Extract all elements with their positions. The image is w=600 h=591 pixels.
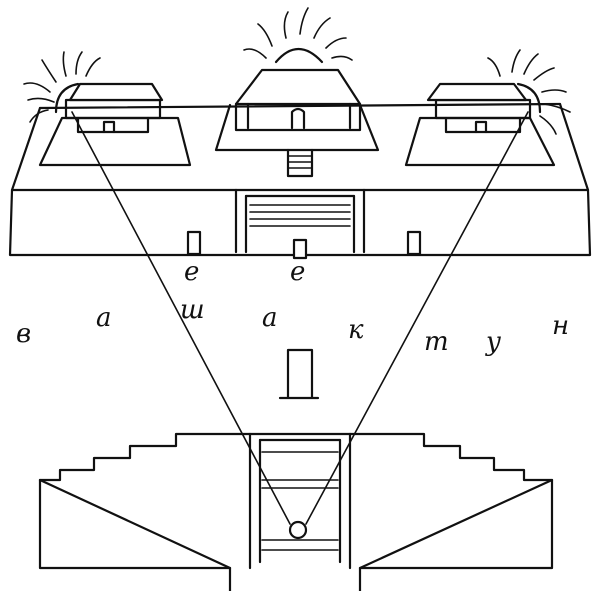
- lower-pyramid: [38, 432, 554, 591]
- right-temple: [404, 82, 556, 167]
- left-temple: [38, 82, 192, 167]
- central-stairway: [234, 188, 366, 254]
- platform-pillars: [186, 230, 422, 260]
- pillar-marks: е е: [184, 257, 305, 287]
- sight-lines: [71, 111, 529, 525]
- pillar-mark-left: е: [184, 257, 199, 287]
- letter-2: а: [96, 303, 112, 333]
- letter-4: а: [262, 303, 278, 333]
- central-pillar: [278, 348, 320, 400]
- letter-5: к: [348, 315, 364, 345]
- main-platform: [8, 102, 592, 257]
- letter-row: в а ш а к т у н: [16, 295, 569, 357]
- pillar-mark-center: е: [290, 257, 305, 287]
- rising-sun-icon: [487, 49, 571, 135]
- center-temple: [214, 68, 380, 178]
- rising-sun-icon: [23, 51, 101, 123]
- pillar-right: [406, 230, 422, 256]
- pillar-center: [292, 238, 308, 260]
- pillar-left: [186, 230, 202, 256]
- letter-8: н: [552, 311, 569, 341]
- observation-point: [288, 520, 308, 540]
- rising-sun-icon: [243, 7, 353, 64]
- letter-1: в: [16, 319, 31, 349]
- letter-7: у: [485, 327, 501, 357]
- letter-6: т: [424, 327, 449, 357]
- letter-3: ш: [180, 295, 205, 325]
